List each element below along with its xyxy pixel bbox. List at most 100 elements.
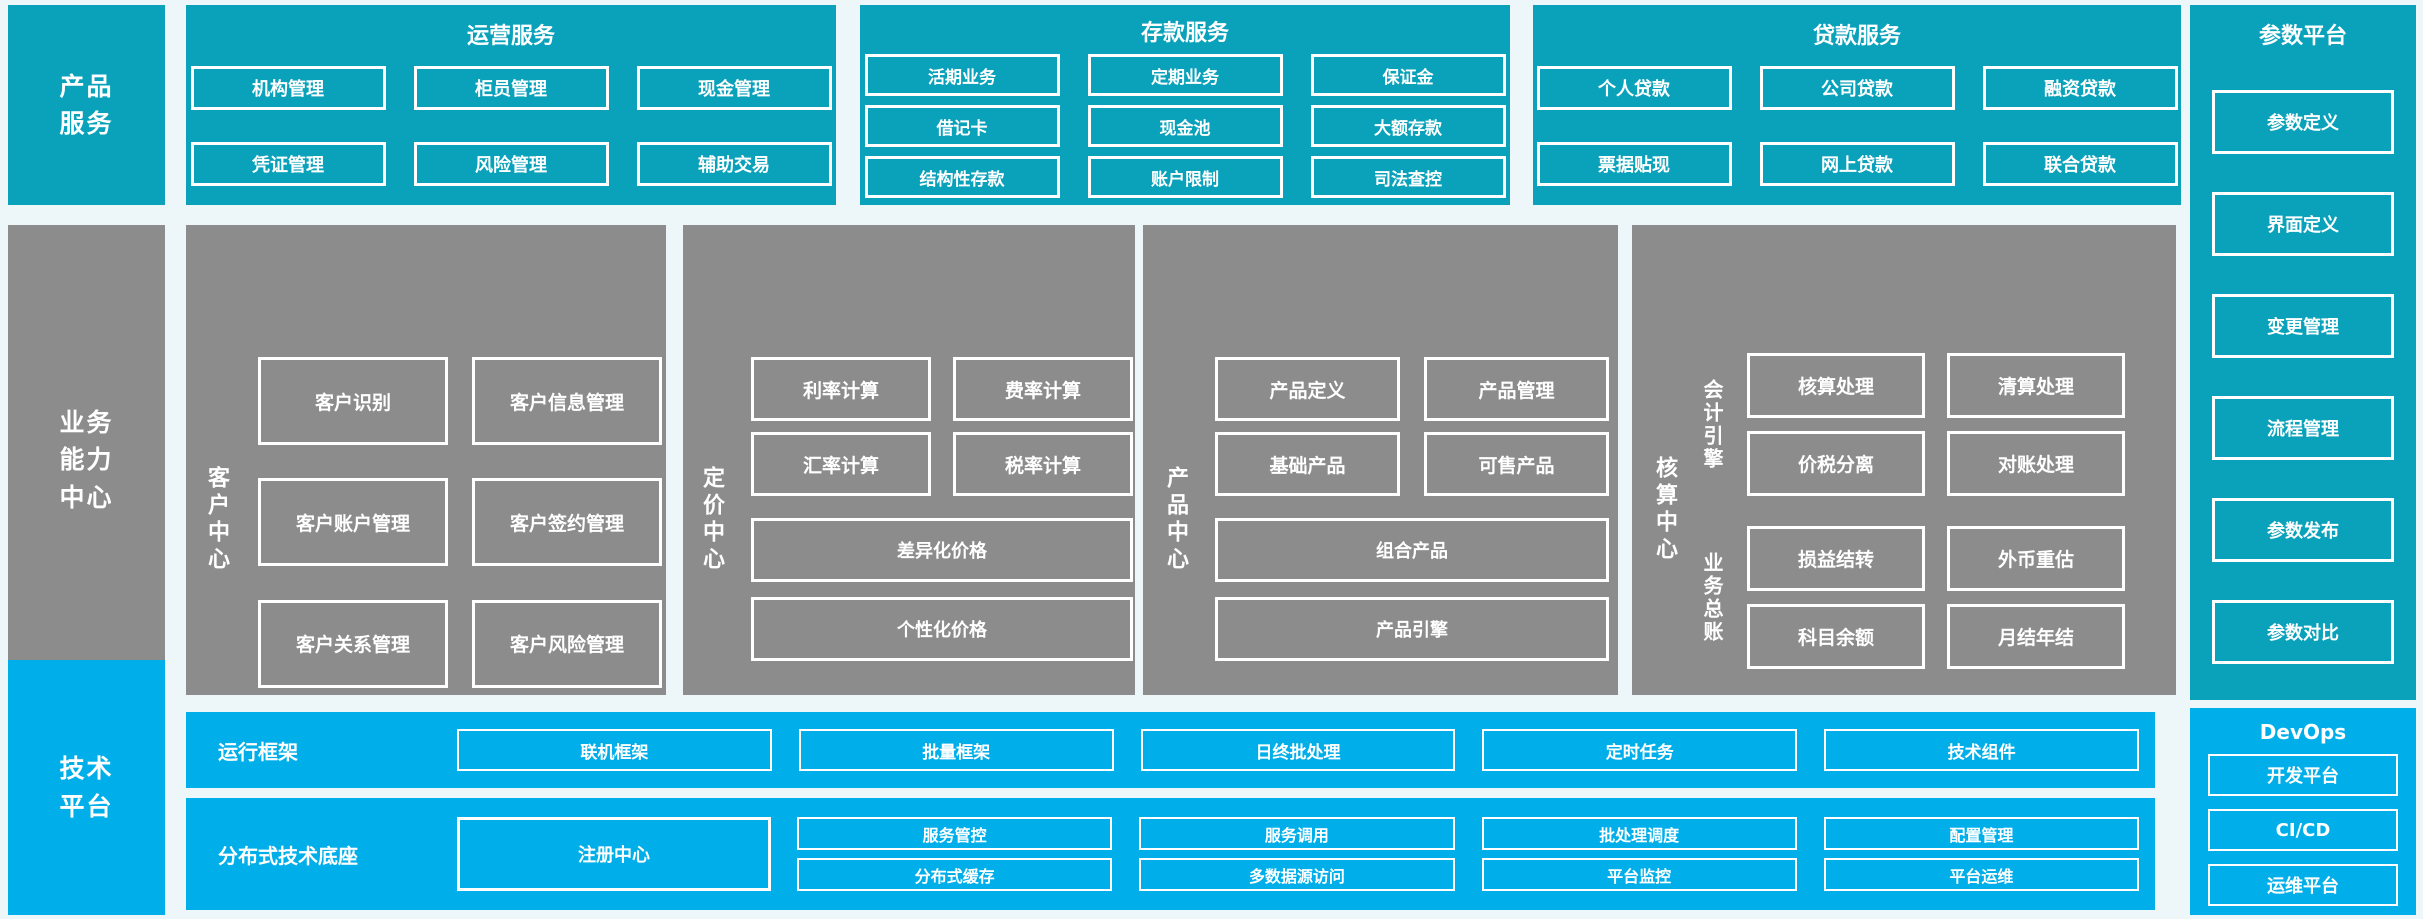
deposits-box-0: 活期业务 [864, 54, 1060, 96]
accounting-engine-group: 会计引擎 核算处理 清算处理 价税分离 对账处理 [1698, 353, 2125, 496]
customer-box-2: 客户账户管理 [258, 478, 448, 567]
accounting-engine-label: 会计引擎 [1700, 378, 1724, 471]
accounting-engine-box-3: 对账处理 [1947, 431, 2125, 496]
operations-box-2: 现金管理 [636, 66, 832, 110]
pricing-center-content: 利率计算 费率计算 汇率计算 税率计算 差异化价格 个性化价格 [751, 357, 1133, 695]
pricing-wide-box-1: 个性化价格 [751, 597, 1133, 661]
parameter-platform-title: 参数平台 [2258, 24, 2347, 49]
distributed-box-platform-monitoring: 平台监控 [1481, 858, 1797, 891]
runtime-box-1: 批量框架 [798, 729, 1114, 771]
deposits-box-1: 定期业务 [1087, 54, 1283, 96]
panel-customer-center: 客户中心 客户识别 客户信息管理 客户账户管理 客户签约管理 客户关系管理 客户… [186, 225, 666, 695]
sidebar-business-capability: 业务 能力 中心 [8, 225, 165, 695]
operations-box-3: 凭证管理 [190, 142, 386, 186]
product-wide-box-0: 组合产品 [1215, 518, 1609, 582]
pricing-box-0: 利率计算 [751, 357, 931, 421]
accounting-engine-grid: 核算处理 清算处理 价税分离 对账处理 [1747, 353, 2125, 496]
accounting-engine-box-0: 核算处理 [1747, 353, 1925, 418]
devops-title: DevOps [2259, 720, 2347, 744]
deposits-title: 存款服务 [1140, 21, 1229, 46]
business-ledger-box-3: 月结年结 [1947, 604, 2125, 669]
loans-title: 贷款服务 [1812, 24, 1901, 49]
sidebar-technology-platform: 技术 平台 [8, 660, 165, 915]
business-ledger-grid: 损益结转 外币重估 科目余额 月结年结 [1747, 526, 2125, 669]
band-runtime-framework: 运行框架 联机框架 批量框架 日终批处理 定时任务 技术组件 [186, 712, 2155, 788]
operations-box-4: 风险管理 [413, 142, 609, 186]
customer-box-0: 客户识别 [258, 357, 448, 445]
panel-pricing-center: 定价中心 利率计算 费率计算 汇率计算 税率计算 差异化价格 个性化价格 [683, 225, 1135, 695]
distributed-box-config-management: 配置管理 [1823, 817, 2139, 850]
pricing-box-1: 费率计算 [953, 357, 1133, 421]
runtime-box-4: 技术组件 [1824, 729, 2139, 771]
product-box-2: 基础产品 [1215, 432, 1400, 496]
panel-product-center: 产品中心 产品定义 产品管理 基础产品 可售产品 组合产品 产品引擎 [1143, 225, 1618, 695]
runtime-framework-boxes: 联机框架 批量框架 日终批处理 定时任务 技术组件 [457, 729, 2155, 771]
operations-box-5: 辅助交易 [636, 142, 832, 186]
parameter-box-0: 参数定义 [2212, 90, 2394, 154]
panel-operations-services: 运营服务 机构管理 柜员管理 现金管理 凭证管理 风险管理 辅助交易 [186, 5, 836, 205]
product-box-3: 可售产品 [1424, 432, 1609, 496]
parameter-box-2: 变更管理 [2212, 294, 2394, 358]
operations-box-1: 柜员管理 [413, 66, 609, 110]
loans-grid: 个人贷款 公司贷款 融资贷款 票据贴现 网上贷款 联合贷款 [1533, 66, 2181, 186]
business-ledger-box-0: 损益结转 [1747, 526, 1925, 591]
parameter-box-4: 参数发布 [2212, 498, 2394, 562]
product-box-0: 产品定义 [1215, 357, 1400, 421]
deposits-box-6: 结构性存款 [864, 156, 1060, 198]
deposits-box-8: 司法查控 [1310, 156, 1506, 198]
operations-box-0: 机构管理 [190, 66, 386, 110]
business-ledger-box-1: 外币重估 [1947, 526, 2125, 591]
loans-box-4: 网上贷款 [1759, 142, 1955, 186]
customer-box-1: 客户信息管理 [472, 357, 662, 445]
distributed-box-multi-datasource: 多数据源访问 [1139, 858, 1455, 891]
loans-box-2: 融资贷款 [1982, 66, 2178, 110]
product-box-1: 产品管理 [1424, 357, 1609, 421]
panel-deposit-services: 存款服务 活期业务 定期业务 保证金 借记卡 现金池 大额存款 结构性存款 账户… [860, 5, 1510, 205]
distributed-box-platform-ops: 平台运维 [1823, 858, 2139, 891]
operations-grid: 机构管理 柜员管理 现金管理 凭证管理 风险管理 辅助交易 [186, 66, 836, 186]
devops-list: 开发平台 CI/CD 运维平台 [2190, 754, 2416, 906]
customer-center-label: 客户中心 [204, 466, 229, 574]
deposits-grid: 活期业务 定期业务 保证金 借记卡 现金池 大额存款 结构性存款 账户限制 司法… [860, 54, 1510, 198]
devops-box-2: 运维平台 [2208, 864, 2398, 906]
registry-center-box: 注册中心 [457, 817, 771, 891]
runtime-box-3: 定时任务 [1482, 729, 1798, 771]
distributed-box-service-invocation: 服务调用 [1139, 817, 1455, 850]
product-center-content: 产品定义 产品管理 基础产品 可售产品 组合产品 产品引擎 [1215, 357, 1609, 695]
business-ledger-group: 业务总账 损益结转 外币重估 科目余额 月结年结 [1698, 526, 2125, 669]
pricing-wide-box-0: 差异化价格 [751, 518, 1133, 582]
distributed-box-service-governance: 服务管控 [797, 817, 1113, 850]
panel-loan-services: 贷款服务 个人贷款 公司贷款 融资贷款 票据贴现 网上贷款 联合贷款 [1533, 5, 2181, 205]
runtime-framework-label: 运行框架 [218, 739, 298, 764]
panel-devops: DevOps 开发平台 CI/CD 运维平台 [2190, 708, 2416, 915]
business-ledger-label: 业务总账 [1700, 551, 1724, 644]
distributed-base-columns: 服务管控 分布式缓存 服务调用 多数据源访问 批处理调度 平台监控 配置管理 平… [797, 817, 2155, 891]
band-distributed-base: 分布式技术底座 注册中心 服务管控 分布式缓存 服务调用 多数据源访问 批处理调… [186, 798, 2155, 910]
runtime-box-0: 联机框架 [457, 729, 772, 771]
customer-box-3: 客户签约管理 [472, 478, 662, 567]
devops-box-0: 开发平台 [2208, 754, 2398, 796]
runtime-box-2: 日终批处理 [1140, 729, 1456, 771]
pricing-grid: 利率计算 费率计算 汇率计算 税率计算 [751, 357, 1133, 496]
distributed-column-1: 服务调用 多数据源访问 [1139, 817, 1455, 891]
product-wide-box-1: 产品引擎 [1215, 597, 1609, 661]
operations-title: 运营服务 [466, 24, 555, 49]
product-grid: 产品定义 产品管理 基础产品 可售产品 [1215, 357, 1609, 496]
sidebar-product-services: 产品 服务 [8, 5, 165, 205]
accounting-center-content: 会计引擎 核算处理 清算处理 价税分离 对账处理 业务总账 损益结转 外币重估 … [1698, 353, 2125, 695]
loans-box-5: 联合贷款 [1982, 142, 2178, 186]
customer-center-grid: 客户识别 客户信息管理 客户账户管理 客户签约管理 客户关系管理 客户风险管理 [258, 357, 662, 695]
deposits-box-5: 大额存款 [1310, 105, 1506, 147]
deposits-box-4: 现金池 [1087, 105, 1283, 147]
accounting-center-label: 核算中心 [1652, 456, 1677, 564]
parameter-box-3: 流程管理 [2212, 396, 2394, 460]
deposits-box-2: 保证金 [1310, 54, 1506, 96]
distributed-column-2: 批处理调度 平台监控 [1481, 817, 1797, 891]
loans-box-0: 个人贷款 [1536, 66, 1732, 110]
pricing-center-label: 定价中心 [699, 466, 724, 574]
accounting-engine-box-2: 价税分离 [1747, 431, 1925, 496]
pricing-box-2: 汇率计算 [751, 432, 931, 496]
customer-box-5: 客户风险管理 [472, 599, 662, 688]
product-center-label: 产品中心 [1163, 466, 1188, 574]
distributed-box-batch-scheduling: 批处理调度 [1481, 817, 1797, 850]
